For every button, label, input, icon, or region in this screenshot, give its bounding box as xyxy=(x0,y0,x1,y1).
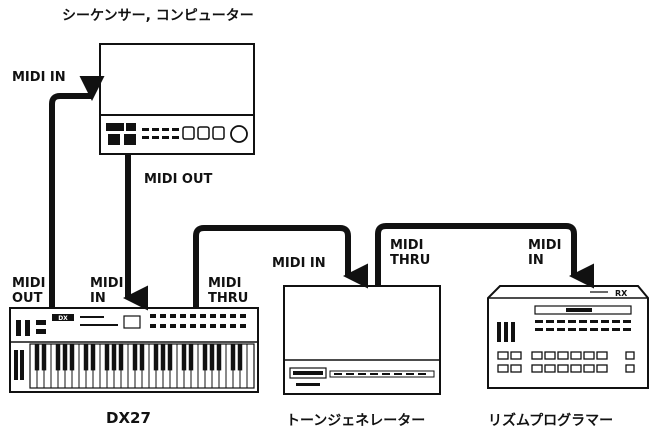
cable-dx-thru-to-tg-in xyxy=(193,225,369,308)
dx-badge-text: DX xyxy=(58,315,68,322)
cable-dx-out-to-seq-in xyxy=(49,75,105,308)
tone-generator-title: トーンジェネレーター xyxy=(286,413,426,429)
black-key xyxy=(153,344,159,371)
rx-midi-in-label: MIDI IN xyxy=(528,238,562,268)
black-key xyxy=(55,344,61,371)
black-key xyxy=(90,344,96,371)
dx27-title: DX27 xyxy=(106,409,151,427)
black-key xyxy=(41,344,47,371)
piano-keys xyxy=(34,344,248,388)
dx-midi-thru-label: MIDI THRU xyxy=(208,276,249,306)
black-key xyxy=(104,344,110,371)
black-key xyxy=(118,344,124,371)
tg-midi-thru-label: MIDI THRU xyxy=(390,238,431,268)
black-key xyxy=(69,344,75,371)
black-key xyxy=(167,344,173,371)
black-key xyxy=(160,344,166,371)
rx-badge-text: RX xyxy=(615,289,628,298)
dx27-keyboard-device: DX xyxy=(9,307,259,393)
black-key xyxy=(216,344,222,371)
black-key xyxy=(83,344,89,371)
black-key xyxy=(181,344,187,371)
dx-midi-in-label: MIDI IN xyxy=(90,276,124,306)
black-key xyxy=(62,344,68,371)
dx-midi-out-label: MIDI OUT xyxy=(12,276,46,306)
black-key xyxy=(230,344,236,371)
sequencer-device xyxy=(99,43,255,155)
black-key xyxy=(188,344,194,371)
tg-midi-in-label: MIDI IN xyxy=(272,256,326,271)
rhythm-programmer-device: RX xyxy=(487,285,649,389)
rhythm-programmer-title: リズムプログラマー xyxy=(488,413,614,429)
tone-generator-device xyxy=(283,285,441,395)
sequencer-title: シーケンサー, コンピューター xyxy=(62,8,254,24)
black-key xyxy=(139,344,145,371)
cable-tg-thru-to-rx-in xyxy=(375,223,595,289)
black-key xyxy=(202,344,208,371)
black-key xyxy=(237,344,243,371)
seq-midi-in-label: MIDI IN xyxy=(12,70,66,85)
black-key xyxy=(209,344,215,371)
black-key xyxy=(132,344,138,371)
black-key xyxy=(34,344,40,371)
black-key xyxy=(111,344,117,371)
seq-midi-out-label: MIDI OUT xyxy=(144,172,213,187)
